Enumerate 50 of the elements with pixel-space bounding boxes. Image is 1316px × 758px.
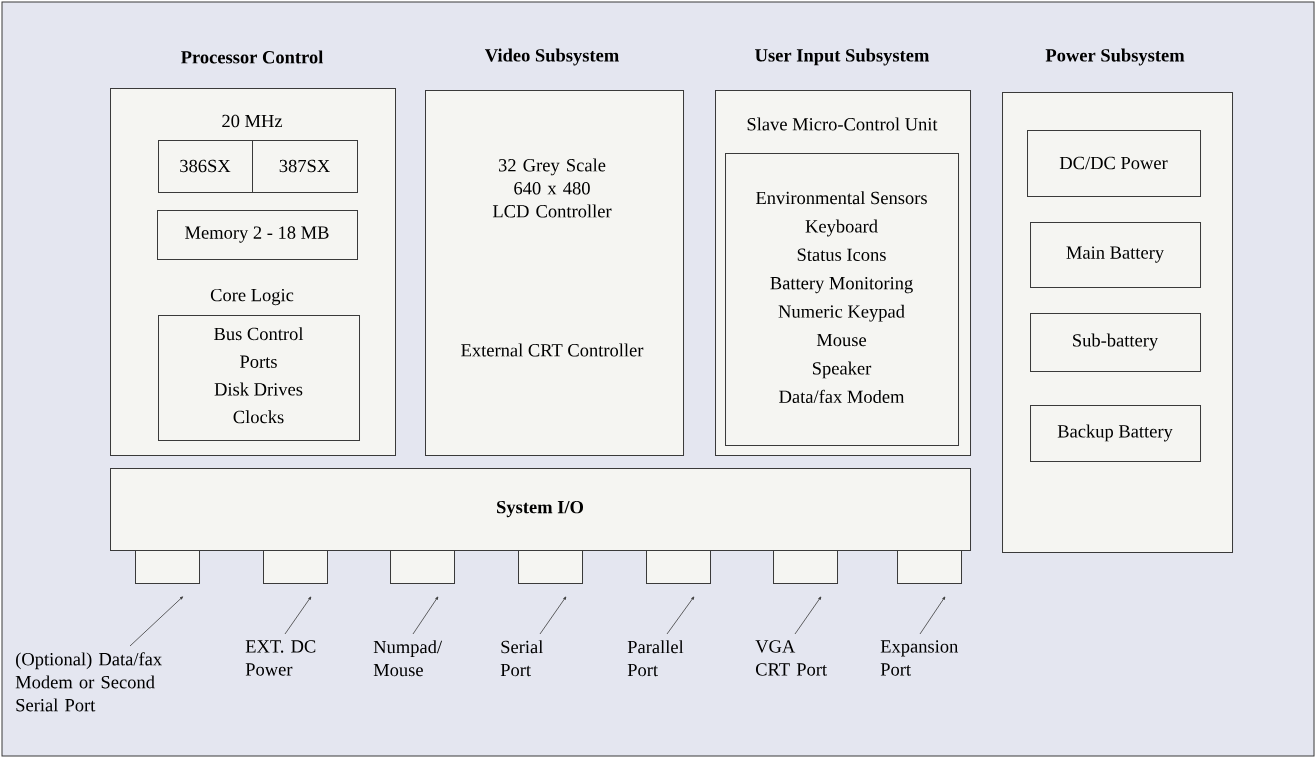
box-text: 32 Grey Scale 640 x 480 LCD Controller bbox=[492, 158, 612, 218]
port-label: (Optional) Data/fax Modem or Second Serial Port bbox=[15, 652, 162, 712]
port-label: Numpad/ Mouse bbox=[373, 640, 443, 677]
box-text: 387SX bbox=[279, 159, 330, 173]
port-label: EXT. DC Power bbox=[245, 640, 316, 676]
box-text: Memory 2 - 18 MB bbox=[185, 226, 329, 243]
port-connector-box bbox=[135, 550, 200, 584]
leader-line bbox=[129, 596, 184, 647]
leader-line bbox=[284, 596, 312, 635]
port-connector-box bbox=[897, 550, 962, 584]
port-connector-box bbox=[518, 550, 583, 584]
list-item: Status Icons bbox=[797, 248, 886, 261]
list-item: Clocks bbox=[233, 410, 284, 424]
list-item: Environmental Sensors bbox=[756, 191, 927, 205]
list-item: Mouse bbox=[816, 333, 867, 347]
section-heading: User Input Subsystem bbox=[755, 48, 930, 66]
section-heading: Processor Control bbox=[181, 50, 324, 64]
port-label: Parallel Port bbox=[627, 640, 684, 677]
list-item: Keyboard bbox=[805, 219, 878, 237]
leader-line bbox=[666, 596, 695, 635]
list-item: Bus Control bbox=[214, 327, 304, 341]
list-item: Disk Drives bbox=[214, 382, 303, 396]
port-connector-box bbox=[390, 550, 455, 584]
port-connector-box bbox=[773, 550, 838, 584]
box-text: 386SX bbox=[180, 159, 231, 173]
port-label: VGA CRT Port bbox=[755, 640, 827, 676]
box-text: External CRT Controller bbox=[461, 343, 644, 357]
list-item: Ports bbox=[240, 355, 277, 368]
port-label: Expansion Port bbox=[880, 640, 959, 676]
list-item: Battery Monitoring bbox=[770, 276, 913, 294]
leader-line bbox=[412, 596, 439, 635]
box-text: Slave Micro-Control Unit bbox=[747, 117, 938, 131]
box-text: Main Battery bbox=[1066, 246, 1164, 263]
list-item: Data/fax Modem bbox=[779, 389, 905, 403]
section-heading: Video Subsystem bbox=[484, 48, 619, 66]
box-text: Backup Battery bbox=[1057, 424, 1173, 442]
section-heading: System I/O bbox=[497, 500, 584, 518]
section-heading: Power Subsystem bbox=[1045, 48, 1185, 66]
port-connector-box bbox=[646, 550, 711, 584]
leader-line bbox=[919, 596, 946, 635]
list-item: Speaker bbox=[812, 361, 872, 379]
leader-line bbox=[794, 596, 822, 635]
box-text: Core Logic bbox=[210, 288, 294, 306]
box-text: Sub-battery bbox=[1073, 333, 1159, 351]
leader-line bbox=[539, 596, 567, 635]
port-connector-box bbox=[263, 550, 328, 584]
box-text: DC/DC Power bbox=[1059, 156, 1168, 170]
list-item: Numeric Keypad bbox=[778, 304, 905, 322]
port-label: Serial Port bbox=[500, 640, 543, 677]
box-text: 20 MHz bbox=[222, 114, 283, 128]
